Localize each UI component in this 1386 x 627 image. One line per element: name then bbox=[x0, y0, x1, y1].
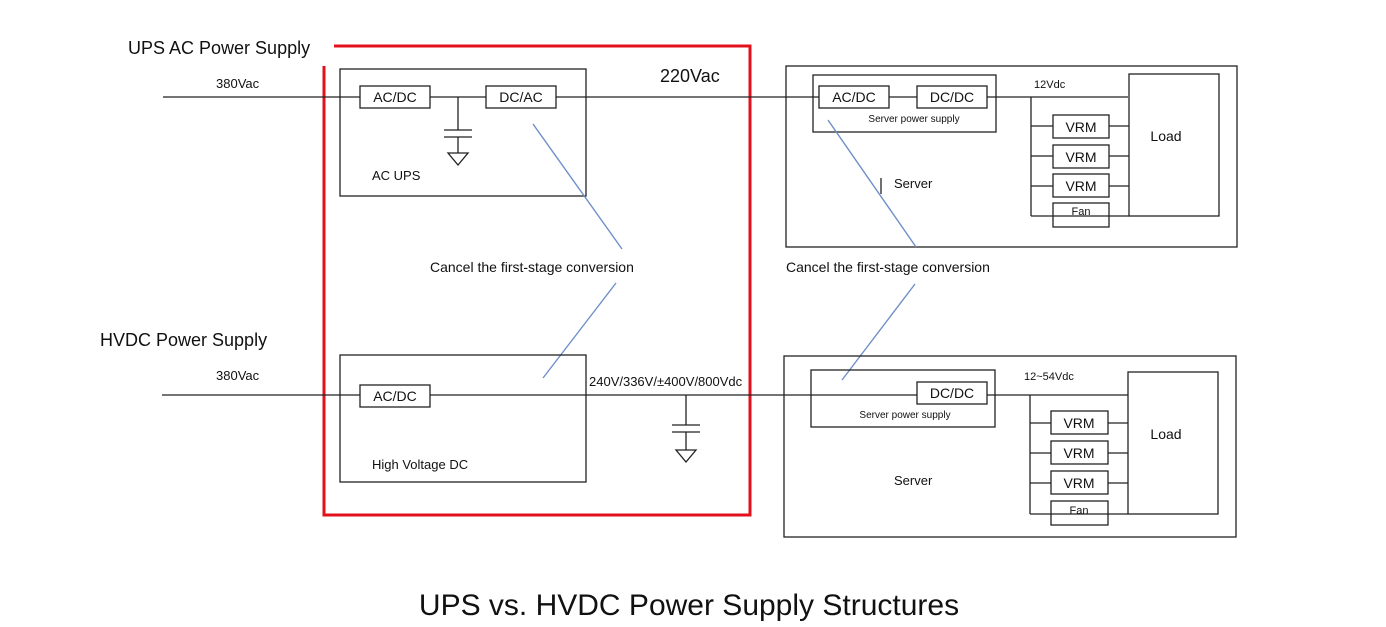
load-block bbox=[1127, 371, 1219, 515]
annotation-line bbox=[841, 283, 916, 381]
server-top-psu bbox=[812, 74, 997, 133]
ac-ups-acdc-label: AC/DC bbox=[373, 89, 417, 105]
vrm-label: VRM bbox=[1063, 475, 1094, 491]
battery-ground-icon bbox=[444, 97, 472, 167]
vrm-block bbox=[1050, 470, 1109, 495]
high-voltage-dc-box bbox=[339, 354, 587, 483]
input-voltage-bottom: 380Vac bbox=[216, 368, 260, 383]
ac-ups-box bbox=[339, 68, 587, 197]
hvdc-power-supply-label: HVDC Power Supply bbox=[100, 330, 267, 350]
annotation-line bbox=[827, 119, 917, 248]
vrm-label: VRM bbox=[1063, 415, 1094, 431]
vrm-block bbox=[1052, 114, 1110, 139]
server-bottom-label: Server bbox=[894, 473, 933, 488]
load-label: Load bbox=[1150, 128, 1181, 144]
server-top-acdc-label: AC/DC bbox=[832, 89, 876, 105]
server-top-acdc-block bbox=[818, 85, 890, 109]
vrm-block bbox=[1052, 144, 1110, 169]
vrm-block bbox=[1050, 440, 1109, 465]
vrm-block bbox=[1052, 173, 1110, 198]
ac-ups-title: AC UPS bbox=[372, 168, 421, 183]
vrm-block bbox=[1050, 410, 1109, 435]
cancel-first-stage-right: Cancel the first-stage conversion bbox=[786, 259, 990, 275]
ups-ac-power-supply-label: UPS AC Power Supply bbox=[128, 38, 310, 58]
server-bottom-box bbox=[783, 355, 1237, 538]
diagram-title: UPS vs. HVDC Power Supply Structures bbox=[419, 589, 959, 622]
vrm-label: VRM bbox=[1065, 149, 1096, 165]
hvdc-acdc-label: AC/DC bbox=[373, 388, 417, 404]
vrm-label: VRM bbox=[1063, 445, 1094, 461]
cancel-first-stage-left: Cancel the first-stage conversion bbox=[430, 259, 634, 275]
server-bottom-dcdc-label: DC/DC bbox=[930, 385, 974, 401]
fan-label: Fan bbox=[1072, 206, 1091, 218]
load-block bbox=[1128, 73, 1220, 217]
highlight-frame bbox=[322, 44, 752, 517]
voltage-12v-label: 12Vdc bbox=[1034, 79, 1066, 91]
ac-220v-label: 220Vac bbox=[660, 66, 720, 86]
vrm-label: VRM bbox=[1065, 178, 1096, 194]
battery-ground-icon bbox=[672, 395, 700, 464]
input-voltage-top: 380Vac bbox=[216, 76, 260, 91]
server-bottom-psu bbox=[810, 369, 996, 428]
annotation-line bbox=[542, 282, 617, 379]
high-voltage-dc-title: High Voltage DC bbox=[372, 457, 468, 472]
hv-output-voltage-label: 240V/336V/±400V/800Vdc bbox=[589, 374, 743, 389]
voltage-12-54v-label: 12~54Vdc bbox=[1024, 371, 1074, 383]
server-top-dcdc-block bbox=[916, 85, 988, 109]
load-label: Load bbox=[1150, 426, 1181, 442]
fan-block bbox=[1052, 202, 1110, 228]
server-top-label: Server bbox=[894, 176, 933, 191]
ac-ups-dcac-label: DC/AC bbox=[499, 89, 543, 105]
server-top-dcdc-label: DC/DC bbox=[930, 89, 974, 105]
server-bottom-psu-label: Server power supply bbox=[859, 410, 950, 421]
hvdc-acdc-block bbox=[359, 384, 431, 408]
server-top-psu-label: Server power supply bbox=[868, 114, 959, 125]
server-top-box bbox=[785, 65, 1238, 248]
fan-block bbox=[1050, 500, 1109, 526]
server-bottom-dcdc-block bbox=[916, 381, 988, 405]
vrm-label: VRM bbox=[1065, 119, 1096, 135]
annotation-line bbox=[532, 123, 623, 250]
fan-label: Fan bbox=[1070, 505, 1089, 517]
